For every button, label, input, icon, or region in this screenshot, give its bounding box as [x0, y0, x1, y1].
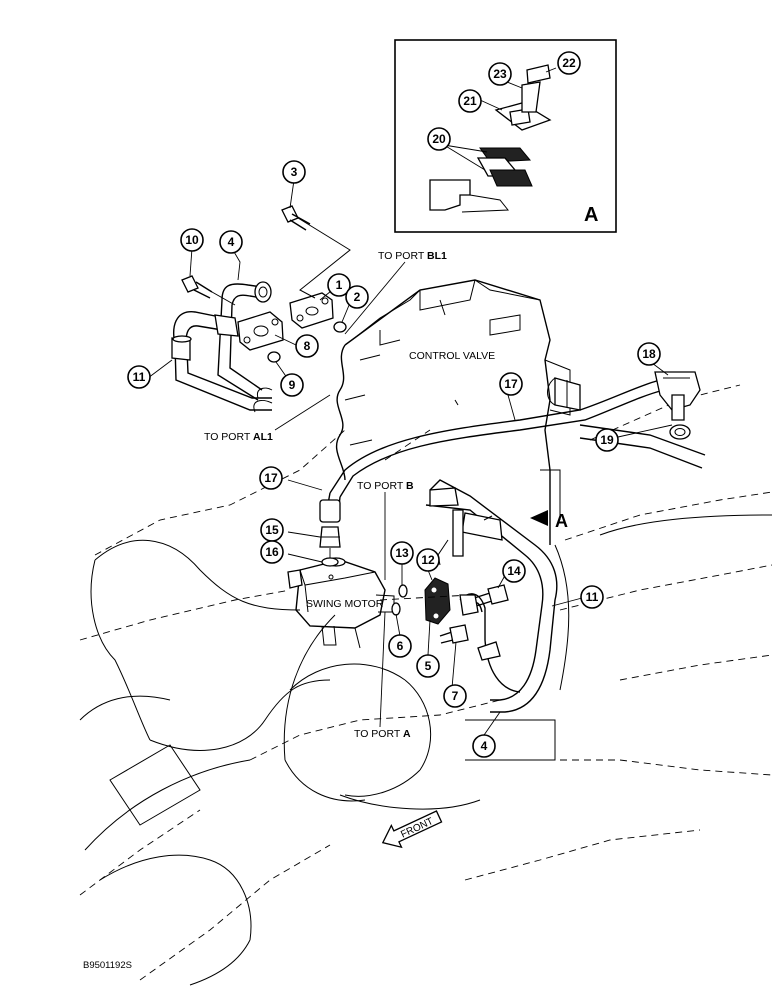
callout-18: 18 [637, 342, 661, 366]
svg-text:23: 23 [493, 67, 507, 81]
control-valve: CONTROL VALVE [335, 279, 571, 545]
callout-5: 5 [416, 654, 440, 678]
callout-23: 23 [488, 62, 512, 86]
callout-11: 11 [580, 585, 604, 609]
callout-3: 3 [282, 160, 306, 184]
to-port-al1-label: TO PORT AL1 [204, 431, 273, 443]
frame-outline [79, 514, 772, 986]
svg-text:14: 14 [507, 564, 521, 578]
callout-22: 22 [557, 51, 581, 75]
view-arrow-a: A [530, 510, 568, 531]
svg-text:4: 4 [228, 235, 235, 249]
swing-motor: SWING MOTOR [287, 557, 395, 649]
callout-9: 9 [280, 373, 304, 397]
callout-19: 19 [595, 428, 619, 452]
hose-fittings-right [459, 594, 501, 661]
callout-2: 2 [345, 285, 369, 309]
callout-6: 6 [388, 634, 412, 658]
svg-text:19: 19 [600, 433, 614, 447]
to-port-b-label: TO PORT B [357, 480, 414, 492]
callouts: 1 2 3 4 4 5 6 7 8 9 10 11 11 12 13 14 15… [127, 51, 661, 758]
control-valve-label: CONTROL VALVE [409, 350, 495, 362]
callout-1: 1 [327, 273, 351, 297]
svg-text:22: 22 [562, 56, 576, 70]
svg-text:9: 9 [289, 378, 296, 392]
callout-4: 4 [219, 230, 243, 254]
callout-14: 14 [502, 559, 526, 583]
callout-17: 17 [499, 372, 523, 396]
svg-text:12: 12 [421, 553, 435, 567]
split-flange-12 [424, 577, 451, 625]
svg-text:15: 15 [265, 523, 279, 537]
svg-text:7: 7 [452, 689, 459, 703]
pipe-assembly-left [171, 281, 273, 413]
detail-view-letter: A [584, 204, 598, 226]
o-rings-13-6 [391, 584, 408, 616]
bolt-10 [181, 275, 236, 306]
svg-text:17: 17 [264, 471, 278, 485]
svg-text:10: 10 [185, 233, 199, 247]
svg-text:6: 6 [397, 639, 404, 653]
machine-outline [79, 384, 772, 981]
view-arrow-letter: A [555, 511, 568, 531]
hose-17 [319, 377, 665, 523]
bolt-7 [439, 624, 469, 644]
callout-7: 7 [443, 684, 467, 708]
svg-text:8: 8 [304, 339, 311, 353]
bolt-3 [281, 205, 351, 299]
adapter-15 [319, 526, 341, 548]
svg-text:13: 13 [395, 546, 409, 560]
callout-10: 10 [180, 228, 204, 252]
callout-12: 12 [416, 548, 440, 572]
svg-text:11: 11 [133, 370, 146, 384]
pipe-assembly-right [425, 479, 558, 713]
callout-11: 11 [127, 365, 151, 389]
to-port-a-label: TO PORT A [354, 728, 411, 740]
callout-17: 17 [259, 466, 283, 490]
split-flange-1 [289, 292, 334, 329]
elbow-fitting-18 [654, 371, 701, 421]
axis-line [379, 594, 471, 601]
svg-text:3: 3 [291, 165, 298, 179]
port-labels: TO PORT BL1 TO PORT AL1 TO PORT B TO POR… [204, 250, 447, 740]
callout-leaders [147, 67, 673, 739]
callout-13: 13 [390, 541, 414, 565]
svg-text:18: 18 [642, 347, 656, 361]
callout-20: 20 [427, 127, 451, 151]
detail-view-a: A [394, 39, 617, 233]
svg-text:16: 16 [265, 545, 279, 559]
figure-code: B9501192S [83, 960, 132, 971]
to-port-bl1-label: TO PORT BL1 [378, 250, 447, 262]
split-flange-8 [237, 311, 284, 351]
svg-text:20: 20 [432, 132, 446, 146]
front-arrow: FRONT [381, 810, 443, 849]
o-rings-2-9 [267, 321, 347, 363]
callout-21: 21 [458, 89, 482, 113]
o-ring-16 [321, 557, 339, 567]
svg-text:17: 17 [504, 377, 518, 391]
svg-text:11: 11 [586, 590, 599, 604]
swing-motor-label: SWING MOTOR [306, 598, 384, 610]
svg-text:4: 4 [481, 739, 488, 753]
svg-text:2: 2 [354, 290, 361, 304]
callout-4: 4 [472, 734, 496, 758]
svg-text:5: 5 [425, 659, 432, 673]
callout-8: 8 [295, 334, 319, 358]
svg-text:1: 1 [336, 278, 343, 292]
callout-16: 16 [260, 540, 284, 564]
callout-15: 15 [260, 518, 284, 542]
svg-text:21: 21 [463, 94, 477, 108]
